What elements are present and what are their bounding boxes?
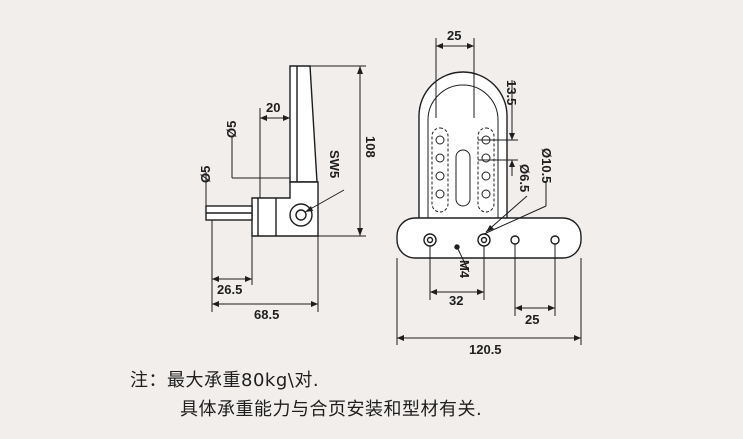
dim-dia5-lower: Ø5 — [198, 166, 213, 183]
front-view — [396, 38, 582, 345]
dim-25-top: 25 — [447, 28, 461, 43]
dim-120-5: 120.5 — [469, 342, 502, 357]
dim-25-bottom: 25 — [525, 312, 539, 327]
load-note-line1: 注：最大承重80kg\对. — [130, 370, 320, 391]
dim-13-5: 13.5 — [504, 80, 519, 105]
dim-20: 20 — [266, 100, 280, 115]
dim-dia5-upper: Ø5 — [224, 121, 239, 138]
dim-68-5: 68.5 — [254, 307, 279, 322]
dim-m4: M4 — [457, 260, 472, 279]
side-view — [205, 65, 366, 312]
dim-26-5: 26.5 — [217, 282, 242, 297]
dim-dia6-5: Ø6.5 — [517, 164, 532, 192]
dim-dia10-5: Ø10.5 — [539, 148, 554, 183]
load-note-line2: 具体承重能力与合页安装和型材有关. — [180, 399, 483, 420]
dim-108: 108 — [363, 136, 378, 158]
dim-32: 32 — [449, 293, 463, 308]
dim-sw5: SW5 — [327, 150, 342, 178]
